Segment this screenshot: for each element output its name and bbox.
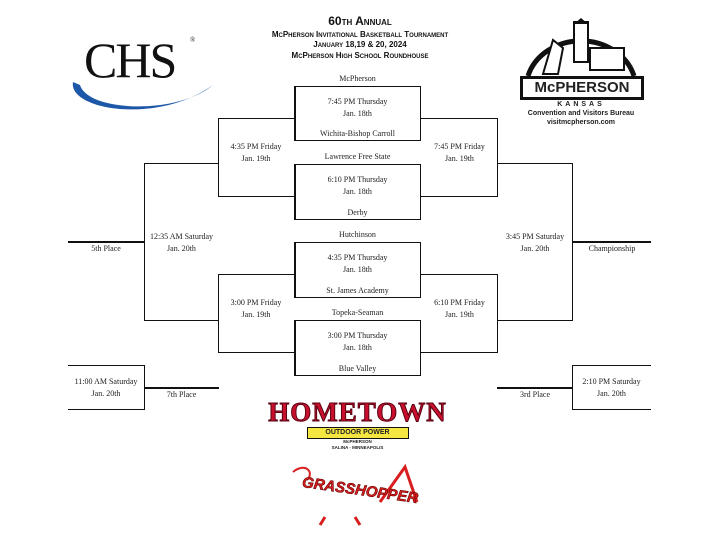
seventh-place-line <box>144 387 219 389</box>
championship-time: 3:45 PM Saturday <box>505 232 565 241</box>
seventh-place-date: Jan. 20th <box>91 389 121 398</box>
team-wichita-bishop-carroll: Wichita-Bishop Carroll <box>320 129 395 138</box>
team-mcpherson: McPherson <box>339 74 376 83</box>
third-place-date: Jan. 20th <box>597 389 626 398</box>
hometown-wordmark: HOMETOWN <box>268 397 447 427</box>
grasshopper-logo: GRASSHOPPER <box>285 462 430 527</box>
hometown-city-1: McPHERSON <box>343 439 372 444</box>
game-4-date: Jan. 18th <box>343 343 372 352</box>
header-title: 60th Annual <box>328 14 392 28</box>
game-3-date: Jan. 18th <box>343 265 372 274</box>
semifinal-2-date: Jan. 19th <box>445 310 474 319</box>
team-blue-valley: Blue Valley <box>338 364 377 373</box>
seventh-place-label: 7th Place <box>166 390 197 399</box>
consolation-2-box <box>218 274 294 353</box>
header-venue: McPherson High School Roundhouse <box>291 51 429 60</box>
semifinal-1-date: Jan. 19th <box>445 154 474 163</box>
game-1-date: Jan. 18th <box>343 109 372 118</box>
chs-registered: ® <box>190 36 196 44</box>
grasshopper-insect-icon <box>292 463 419 526</box>
team-derby: Derby <box>347 208 368 217</box>
consolation-2-time: 3:00 PM Friday <box>230 298 282 307</box>
game-2-time: 6:10 PM Thursday <box>327 175 388 184</box>
header-tournament: McPherson Invitational Basketball Tourna… <box>271 30 449 39</box>
cvb-label: Convention and Visitors Bureau <box>527 110 635 117</box>
hometown-outdoor-power-logo: HOMETOWN OUTDOOR POWER McPHERSON SALINA … <box>265 398 450 456</box>
chs-logo-text: CHS <box>84 32 177 88</box>
championship-game-box <box>497 163 573 321</box>
consolation-1-box <box>218 118 294 197</box>
third-place-line <box>497 387 573 389</box>
hometown-city-2: SALINA - MINNEAPOLIS <box>331 445 384 450</box>
third-place-time: 2:10 PM Saturday <box>582 377 641 386</box>
fifth-place-time: 12:35 AM Saturday <box>149 232 214 241</box>
game-1-time: 7:45 PM Thursday <box>327 97 388 106</box>
team-lawrence-free-state: Lawrence Free State <box>324 152 391 161</box>
consolation-1-time: 4:35 PM Friday <box>230 142 282 151</box>
game-1-box <box>294 86 421 141</box>
consolation-2-date: Jan. 19th <box>241 310 271 319</box>
mcpherson-wordmark: McPHERSON <box>520 76 644 100</box>
fifth-place-game-box <box>144 163 219 321</box>
game-2-date: Jan. 18th <box>343 187 372 196</box>
team-st-james-academy: St. James Academy <box>326 286 389 295</box>
game-3-box <box>294 242 421 298</box>
semifinal-2-time: 6:10 PM Friday <box>434 298 485 307</box>
courthouse-illustration-icon <box>525 18 637 77</box>
website-label: visitmcpherson.com <box>546 119 616 126</box>
third-place-label: 3rd Place <box>520 390 550 399</box>
chs-logo: CHS ® <box>68 30 218 120</box>
header-dates: January 18,19 & 20, 2024 <box>313 40 407 49</box>
kansas-label: KANSAS <box>557 101 605 108</box>
fifth-place-line <box>68 241 144 243</box>
semifinal-2-box <box>421 274 498 353</box>
team-topeka-seaman: Topeka-Seaman <box>331 308 384 317</box>
championship-label: Championship <box>588 244 636 253</box>
seventh-place-time: 11:00 AM Saturday <box>74 377 138 386</box>
game-4-box <box>294 320 421 376</box>
semifinal-1-box <box>421 118 498 197</box>
championship-date: Jan. 20th <box>520 244 550 253</box>
game-4-time: 3:00 PM Thursday <box>327 331 388 340</box>
consolation-1-date: Jan. 19th <box>241 154 271 163</box>
semifinal-1-time: 7:45 PM Friday <box>434 142 485 151</box>
mcpherson-cvb-logo: McPHERSON KANSAS Convention and Visitors… <box>518 18 644 128</box>
championship-line <box>573 241 651 243</box>
fifth-place-label: 5th Place <box>91 244 121 253</box>
fifth-place-date: Jan. 20th <box>167 244 196 253</box>
game-2-box <box>294 164 421 220</box>
game-3-time: 4:35 PM Thursday <box>327 253 388 262</box>
outdoor-power-banner: OUTDOOR POWER <box>306 427 409 439</box>
team-hutchinson: Hutchinson <box>339 230 376 239</box>
